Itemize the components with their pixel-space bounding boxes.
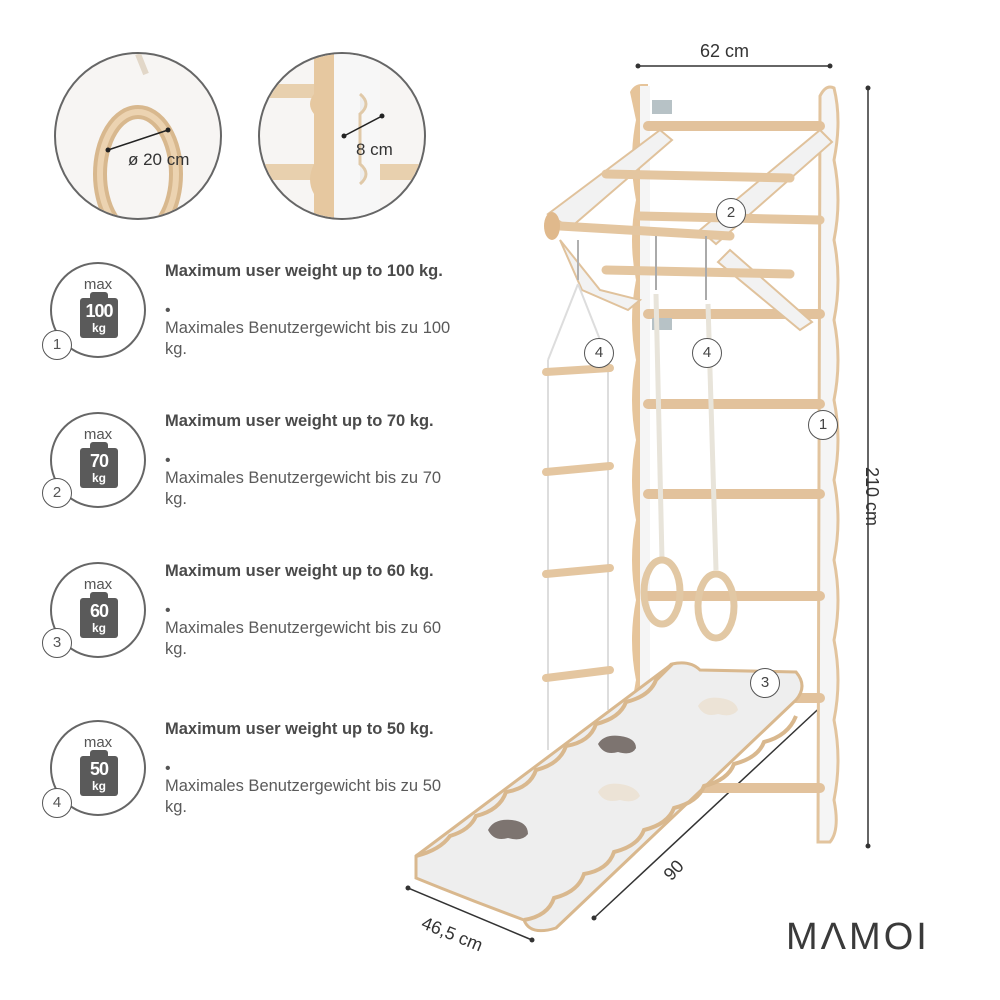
weight-number: 4 <box>42 788 72 818</box>
bar-detail-illustration <box>260 54 424 218</box>
weight-title: Maximum user weight up to 60 kg. <box>165 562 434 580</box>
width-dimension-label: 62 cm <box>700 41 750 61</box>
weight-subtitle: Maximales Benutzergewicht bis zu 50 kg. <box>165 777 442 816</box>
weight-bullet: • <box>165 452 171 469</box>
weight-row-3: max 60 kg 3 Maximum user weight up to 60… <box>42 560 442 680</box>
weight-row-2: max 70 kg 2 Maximum user weight up to 70… <box>42 410 442 530</box>
weight-bullet: • <box>165 602 171 619</box>
weight-handle-icon <box>90 442 108 450</box>
ring-diameter-label: ø 20 cm <box>128 150 190 169</box>
weight-bullet: • <box>165 302 171 319</box>
bar-spacing-label: 8 cm <box>356 140 393 159</box>
weight-value: 100 <box>85 301 113 321</box>
weight-unit: kg <box>91 321 106 335</box>
weight-handle-icon <box>90 750 108 758</box>
weight-unit: kg <box>91 779 106 793</box>
weight-row-1: max 100 kg 1 Maximum user weight up to 1… <box>42 260 450 380</box>
weight-value: 70 <box>89 451 109 471</box>
max-label: max <box>83 576 113 593</box>
callout-3: 3 <box>750 668 780 698</box>
height-dimension-label: 210 cm <box>862 466 883 527</box>
weight-title: Maximum user weight up to 100 kg. <box>165 262 443 280</box>
callout-1: 1 <box>808 410 838 440</box>
weight-handle-icon <box>90 592 108 600</box>
weight-subtitle: Maximales Benutzergewicht bis zu 70 kg. <box>165 469 442 508</box>
weight-value: 50 <box>89 759 109 779</box>
weight-handle-icon <box>90 292 108 300</box>
max-label: max <box>83 276 113 293</box>
weight-subtitle: Maximales Benutzergewicht bis zu 60 kg. <box>165 619 442 658</box>
bar-spacing-detail-circle: 8 cm <box>258 52 426 220</box>
weight-badge: max 60 kg <box>50 562 146 658</box>
weight-row-4: max 50 kg 4 Maximum user weight up to 50… <box>42 718 442 838</box>
callout-4-rings: 4 <box>692 338 722 368</box>
weight-icon: 60 kg <box>80 598 118 638</box>
weight-bullet: • <box>165 760 171 777</box>
max-label: max <box>83 734 113 751</box>
weight-number: 1 <box>42 330 72 360</box>
brand-logo: MΛMOI <box>786 916 930 958</box>
weight-number: 2 <box>42 478 72 508</box>
weight-title: Maximum user weight up to 70 kg. <box>165 412 434 430</box>
callout-2: 2 <box>716 198 746 228</box>
ring-illustration <box>93 54 183 218</box>
weight-subtitle: Maximales Benutzergewicht bis zu 100 kg. <box>165 319 451 358</box>
weight-unit: kg <box>91 471 106 485</box>
weight-number: 3 <box>42 628 72 658</box>
weight-icon: 50 kg <box>80 756 118 796</box>
ring-detail-circle: ø 20 cm <box>54 52 222 220</box>
max-label: max <box>83 426 113 443</box>
callout-4-ladder: 4 <box>584 338 614 368</box>
weight-value: 60 <box>89 601 109 621</box>
weight-title: Maximum user weight up to 50 kg. <box>165 720 434 738</box>
weight-unit: kg <box>91 621 106 635</box>
weight-icon: 100 kg <box>80 298 118 338</box>
weight-icon: 70 kg <box>80 448 118 488</box>
